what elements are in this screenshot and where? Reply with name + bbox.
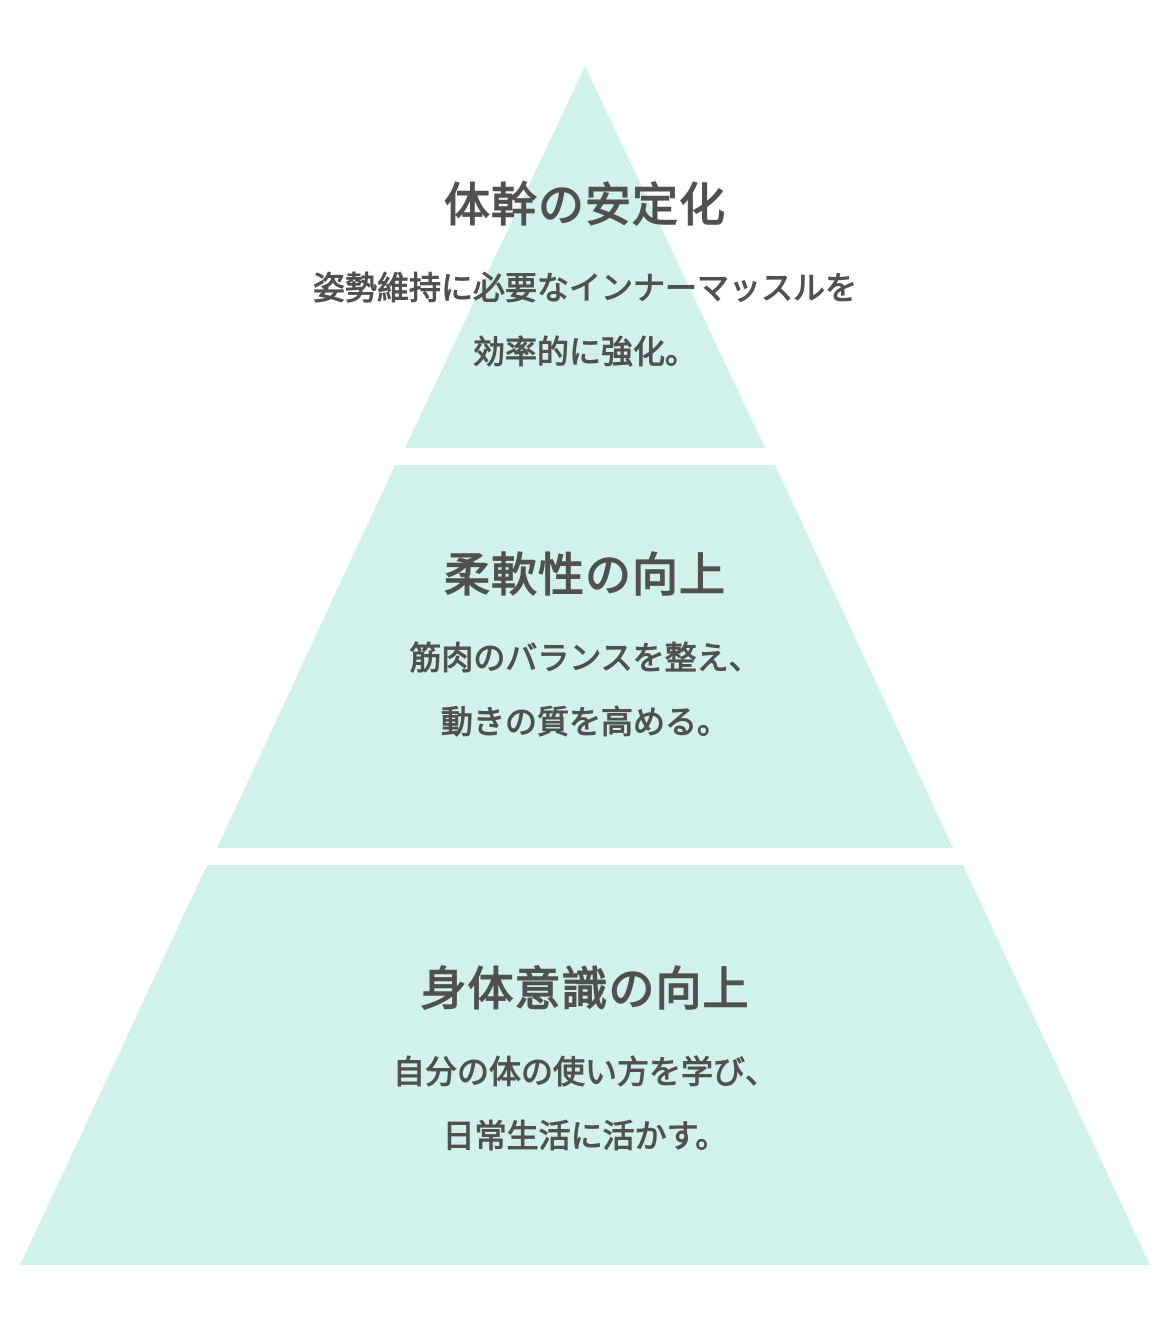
tier-description: 自分の体の使い方を学び、 日常生活に活かす。: [0, 1040, 1170, 1168]
tier-description-line: 動きの質を高める。: [440, 703, 729, 741]
tier-description-line: 自分の体の使い方を学び、: [392, 1053, 777, 1091]
tier-title: 身体意識の向上: [420, 962, 750, 1016]
pyramid-tier-middle-shape: [217, 465, 953, 848]
tier-description-line: 効率的に強化。: [472, 333, 697, 371]
tier-description-line: 筋肉のバランスを整え、: [409, 639, 761, 677]
pyramid-tier-top-shape: [405, 66, 765, 448]
tier-title: 柔軟性の向上: [444, 548, 726, 602]
tier-description-line: 日常生活に活かす。: [442, 1117, 728, 1155]
pyramid-tier-bottom: 身体意識の向上 自分の体の使い方を学び、 日常生活に活かす。: [0, 962, 1170, 1168]
pyramid-tier-top: 体幹の安定化 姿勢維持に必要なインナーマッスルを 効率的に強化。: [0, 178, 1170, 384]
pyramid-tier-middle: 柔軟性の向上 筋肉のバランスを整え、 動きの質を高める。: [0, 548, 1170, 754]
pyramid-tier-bottom-shape: [20, 865, 1150, 1265]
tier-title: 体幹の安定化: [444, 178, 726, 232]
tier-description: 姿勢維持に必要なインナーマッスルを 効率的に強化。: [0, 256, 1170, 384]
tier-description: 筋肉のバランスを整え、 動きの質を高める。: [0, 626, 1170, 754]
tier-description-line: 姿勢維持に必要なインナーマッスルを: [312, 269, 857, 307]
